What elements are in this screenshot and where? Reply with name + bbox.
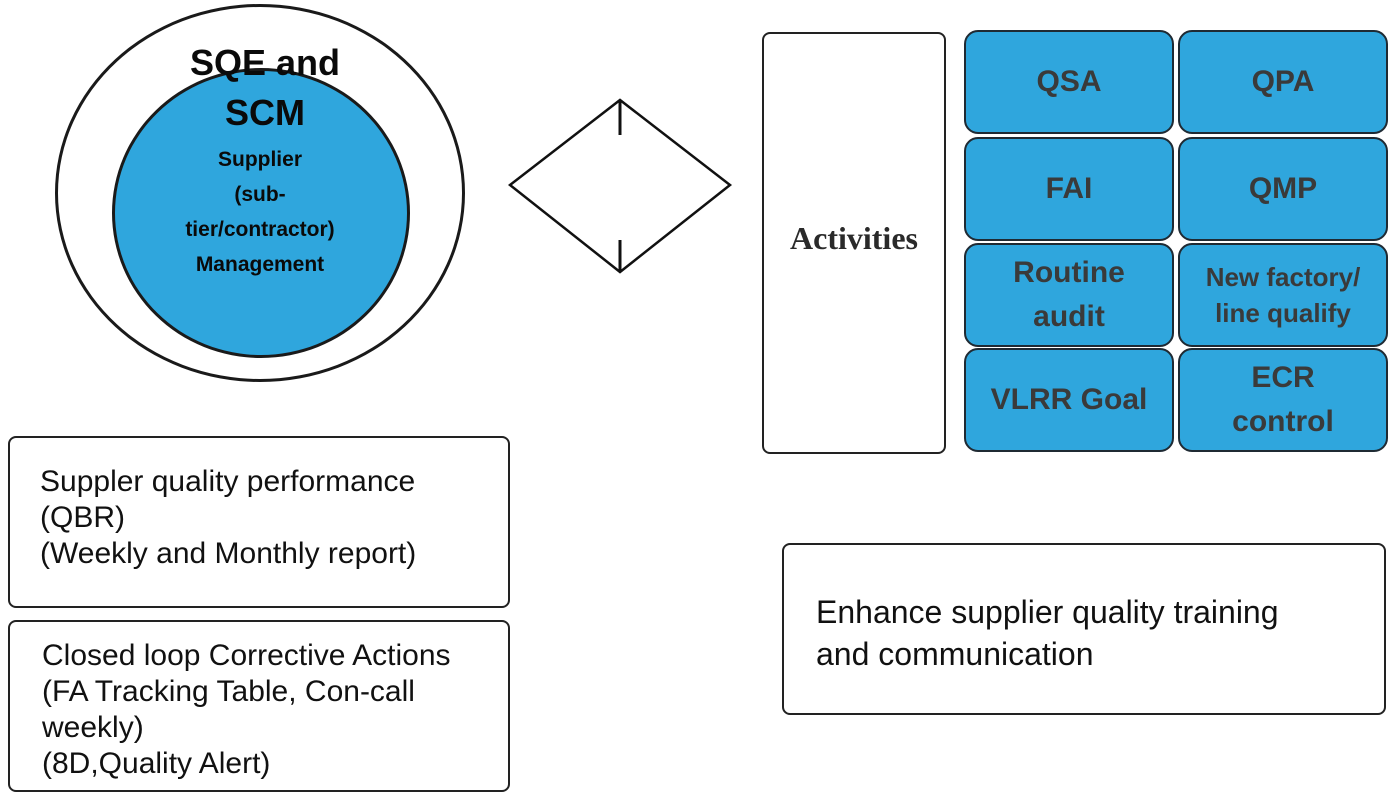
- tile-qpa: QPA: [1178, 30, 1388, 134]
- enhance-training-text: Enhance supplier quality training and co…: [816, 594, 1279, 672]
- inner-circle: [112, 68, 410, 358]
- tile-qmp: QMP: [1178, 137, 1388, 241]
- tile-ecr-control: ECR control: [1178, 348, 1388, 452]
- tile-vlrr-goal: VLRR Goal: [964, 348, 1174, 452]
- corrective-actions-text: Closed loop Corrective Actions (FA Track…: [42, 639, 451, 780]
- activities-box: [762, 32, 946, 454]
- tile-fai: FAI: [964, 137, 1174, 241]
- activities-label: Activities: [790, 220, 918, 256]
- enhance-training-box: Enhance supplier quality training and co…: [782, 543, 1386, 715]
- diamond-connector: [507, 98, 733, 274]
- diamond-shape: [507, 98, 733, 274]
- corrective-actions-box: Closed loop Corrective Actions (FA Track…: [8, 620, 510, 792]
- circle-subtitle: Supplier (sub- tier/contractor) Manageme…: [185, 148, 335, 276]
- performance-box: Suppler quality performance (QBR) (Weekl…: [8, 436, 510, 608]
- performance-text: Suppler quality performance (QBR) (Weekl…: [40, 465, 417, 570]
- circle-title: SQE and SCM: [189, 42, 341, 133]
- tile-routine-audit: Routine audit: [964, 243, 1174, 347]
- tile-new-factory: New factory/ line qualify: [1178, 243, 1388, 347]
- tile-qsa: QSA: [964, 30, 1174, 134]
